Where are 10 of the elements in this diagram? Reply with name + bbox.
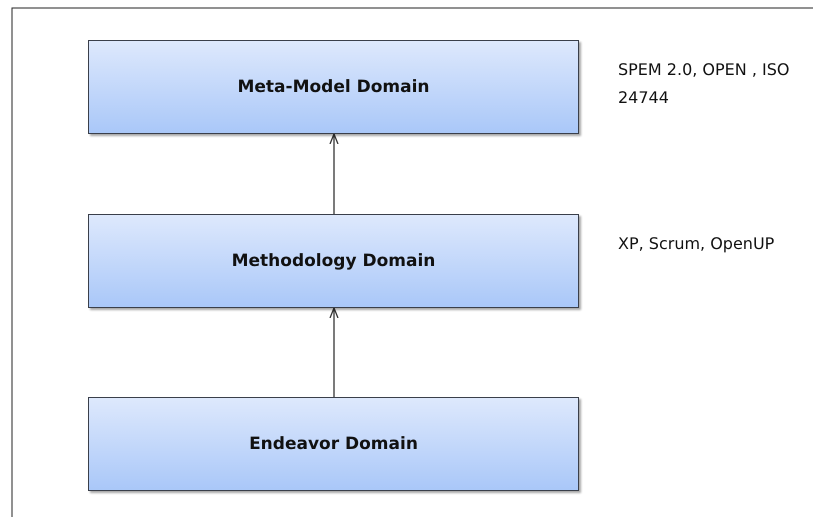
domain-box bbox=[88, 40, 579, 134]
example-note: SPEM 2.0, OPEN , ISO 24744 bbox=[618, 59, 790, 109]
box-label: Endeavor Domain bbox=[249, 434, 418, 454]
domain-box bbox=[88, 214, 579, 308]
arrow bbox=[329, 133, 339, 214]
box-label: Methodology Domain bbox=[232, 251, 436, 271]
box-label: Meta-Model Domain bbox=[237, 77, 430, 97]
arrow bbox=[329, 307, 339, 397]
example-note: XP, Scrum, OpenUP bbox=[618, 233, 776, 255]
domain-box bbox=[88, 397, 579, 491]
